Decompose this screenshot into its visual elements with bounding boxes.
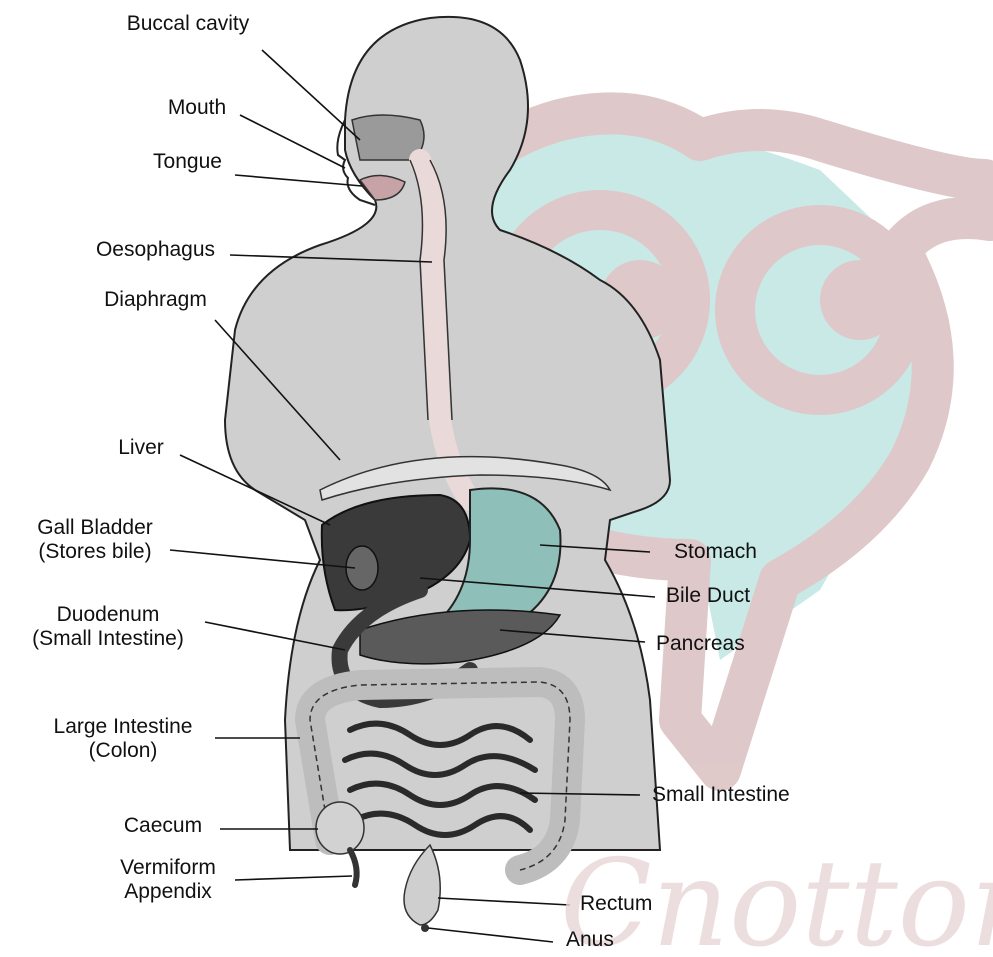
leader-tongue — [235, 175, 362, 186]
label-gall-bladder: Gall Bladder (Stores bile) — [20, 516, 170, 564]
label-oesophagus: Oesophagus — [78, 238, 233, 262]
label-mouth: Mouth — [152, 96, 242, 120]
label-bile-duct: Bile Duct — [666, 584, 750, 608]
anus-marker — [421, 924, 429, 932]
caecum-shape — [316, 802, 364, 854]
label-vermiform-appendix: Vermiform Appendix — [108, 856, 228, 904]
leader-appendix — [235, 876, 352, 880]
label-oesophagus-text: Oesophagus — [78, 238, 233, 262]
label-tongue-text: Tongue — [140, 150, 235, 174]
label-caecum-text: Caecum — [108, 814, 218, 838]
label-duodenum: Duodenum (Small Intestine) — [8, 603, 208, 651]
rectum-shape — [404, 845, 440, 925]
label-small-intestine: Small Intestine — [652, 783, 790, 807]
label-stomach-text: Stomach — [674, 540, 757, 564]
label-anus-text: Anus — [566, 928, 614, 952]
label-appendix-text: Appendix — [108, 880, 228, 904]
label-buccal-cavity-text: Buccal cavity — [108, 12, 268, 36]
appendix-shape — [350, 850, 357, 885]
label-pancreas: Pancreas — [656, 632, 745, 656]
label-bile-duct-text: Bile Duct — [666, 584, 750, 608]
label-tongue: Tongue — [140, 150, 235, 174]
label-anus: Anus — [566, 928, 614, 952]
leader-rectum — [438, 898, 570, 905]
label-vermiform-text: Vermiform — [108, 856, 228, 880]
label-pancreas-text: Pancreas — [656, 632, 745, 656]
watermark-right-pupil — [820, 260, 900, 340]
leader-buccal-cavity — [262, 50, 360, 140]
label-duodenum-note: (Small Intestine) — [8, 627, 208, 651]
label-gall-bladder-text: Gall Bladder — [20, 516, 170, 540]
label-large-intestine: Large Intestine (Colon) — [28, 715, 218, 763]
leader-anus — [428, 928, 553, 942]
label-liver: Liver — [106, 436, 176, 460]
label-liver-text: Liver — [106, 436, 176, 460]
leader-mouth — [240, 115, 345, 168]
label-mouth-text: Mouth — [152, 96, 242, 120]
label-diaphragm-text: Diaphragm — [88, 288, 223, 312]
label-small-intestine-text: Small Intestine — [652, 783, 790, 807]
label-duodenum-text: Duodenum — [8, 603, 208, 627]
label-stomach: Stomach — [674, 540, 757, 564]
label-rectum: Rectum — [580, 892, 652, 916]
label-diaphragm: Diaphragm — [88, 288, 223, 312]
label-large-intestine-note: (Colon) — [28, 739, 218, 763]
label-buccal-cavity: Buccal cavity — [108, 12, 268, 36]
label-caecum: Caecum — [108, 814, 218, 838]
label-gall-bladder-note: (Stores bile) — [20, 540, 170, 564]
label-large-intestine-text: Large Intestine — [28, 715, 218, 739]
label-rectum-text: Rectum — [580, 892, 652, 916]
